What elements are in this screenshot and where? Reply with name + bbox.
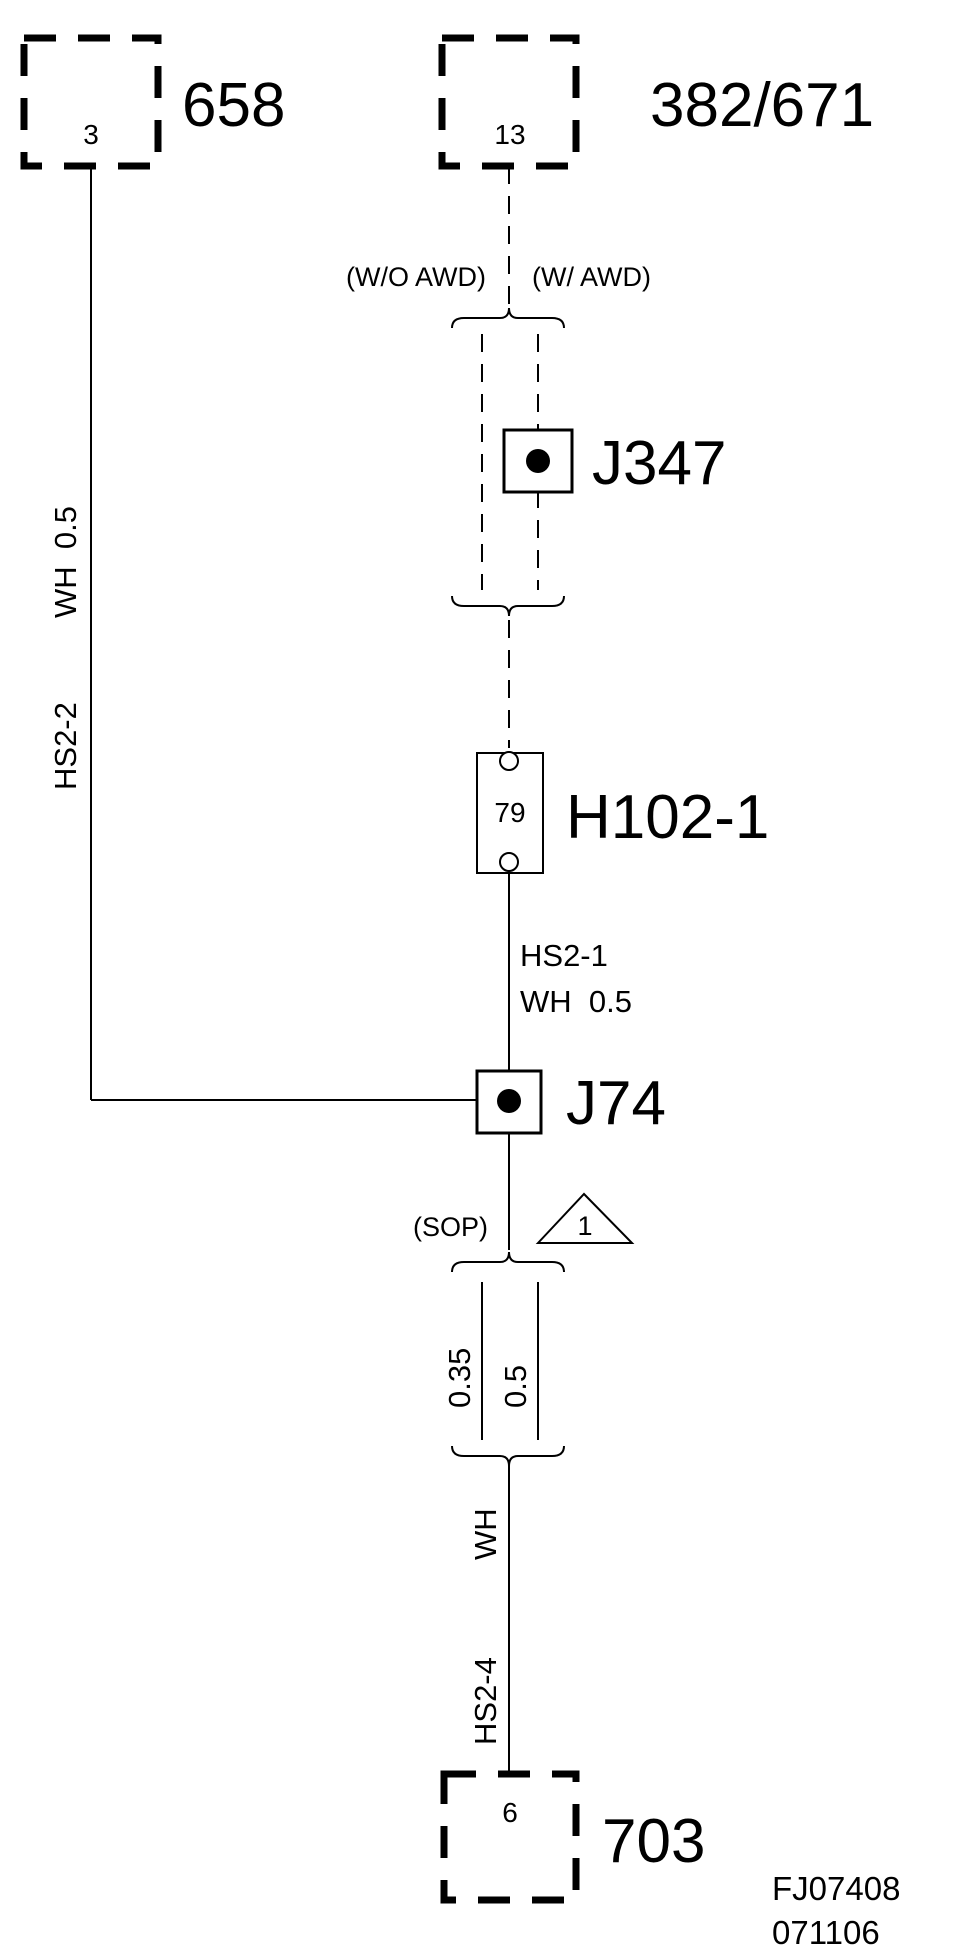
connector-703-outline bbox=[440, 1770, 580, 1904]
diagram-reference: FJ07408 071106 bbox=[772, 1870, 900, 1951]
option-sop: (SOP) bbox=[413, 1212, 488, 1242]
inline-connector-h102-1-label: H102-1 bbox=[566, 783, 769, 852]
option-without-awd: (W/O AWD) bbox=[346, 262, 486, 292]
wire-hs2-1-circuit: HS2-1 bbox=[520, 938, 608, 973]
option-with-awd: (W/ AWD) bbox=[532, 262, 651, 292]
wire-awd-option[interactable]: (W/O AWD) (W/ AWD) bbox=[346, 166, 651, 748]
connector-703-label: 703 bbox=[602, 1807, 705, 1876]
note-triangle-number: 1 bbox=[577, 1211, 592, 1241]
wire-hs2-1-spec: WH 0.5 bbox=[520, 984, 632, 1019]
splice-j74-dot bbox=[497, 1089, 521, 1113]
connector-382-671-label: 382/671 bbox=[650, 71, 874, 140]
connector-658[interactable]: 3 658 bbox=[20, 34, 285, 170]
splice-j347-label: J347 bbox=[592, 429, 726, 498]
wire-hs2-4-color: WH bbox=[468, 1508, 503, 1560]
splice-j347-dot bbox=[526, 449, 550, 473]
connector-658-pin: 3 bbox=[83, 119, 99, 150]
awd-brace-bottom bbox=[451, 595, 565, 617]
wire-hs2-4-circuit: HS2-4 bbox=[468, 1657, 503, 1745]
splice-j74-label: J74 bbox=[566, 1069, 666, 1138]
connector-658-label: 658 bbox=[182, 71, 285, 140]
splice-j74[interactable]: J74 bbox=[475, 1069, 666, 1138]
connector-382-671[interactable]: 13 382/671 bbox=[438, 34, 874, 170]
diagram-date: 071106 bbox=[772, 1914, 880, 1951]
note-triangle: 1 bbox=[535, 1192, 635, 1244]
wire-hs2-2-spec: WH 0.5 bbox=[48, 506, 83, 618]
connector-703[interactable]: 6 703 bbox=[440, 1770, 705, 1904]
wire-hs2-2-circuit: HS2-2 bbox=[48, 702, 83, 790]
note-triangle-shape bbox=[535, 1192, 635, 1244]
inline-connector-h102-1-pin-bottom bbox=[499, 852, 519, 872]
sop-option[interactable]: (SOP) 1 0.35 0.5 bbox=[413, 1133, 635, 1467]
wire-hs2-4[interactable]: WH HS2-4 bbox=[468, 1466, 510, 1772]
sop-brace-top bbox=[451, 1251, 565, 1273]
inline-connector-h102-1[interactable]: 79 H102-1 bbox=[476, 751, 769, 874]
connector-382-671-pin: 13 bbox=[494, 119, 525, 150]
sop-gauge-left: 0.35 bbox=[442, 1348, 477, 1408]
inline-connector-h102-1-pin-top bbox=[499, 751, 519, 771]
splice-j347[interactable]: J347 bbox=[502, 428, 726, 498]
sop-brace-bottom bbox=[451, 1445, 565, 1467]
inline-connector-h102-1-pin: 79 bbox=[494, 797, 525, 828]
wire-hs2-1[interactable]: HS2-1 WH 0.5 bbox=[508, 871, 632, 1070]
diagram-code: FJ07408 bbox=[772, 1870, 900, 1907]
sop-gauge-right: 0.5 bbox=[498, 1365, 533, 1408]
awd-brace-top bbox=[451, 307, 565, 329]
connector-703-pin: 6 bbox=[502, 1797, 518, 1828]
wire-hs2-2[interactable]: HS2-2 WH 0.5 bbox=[48, 166, 508, 1101]
